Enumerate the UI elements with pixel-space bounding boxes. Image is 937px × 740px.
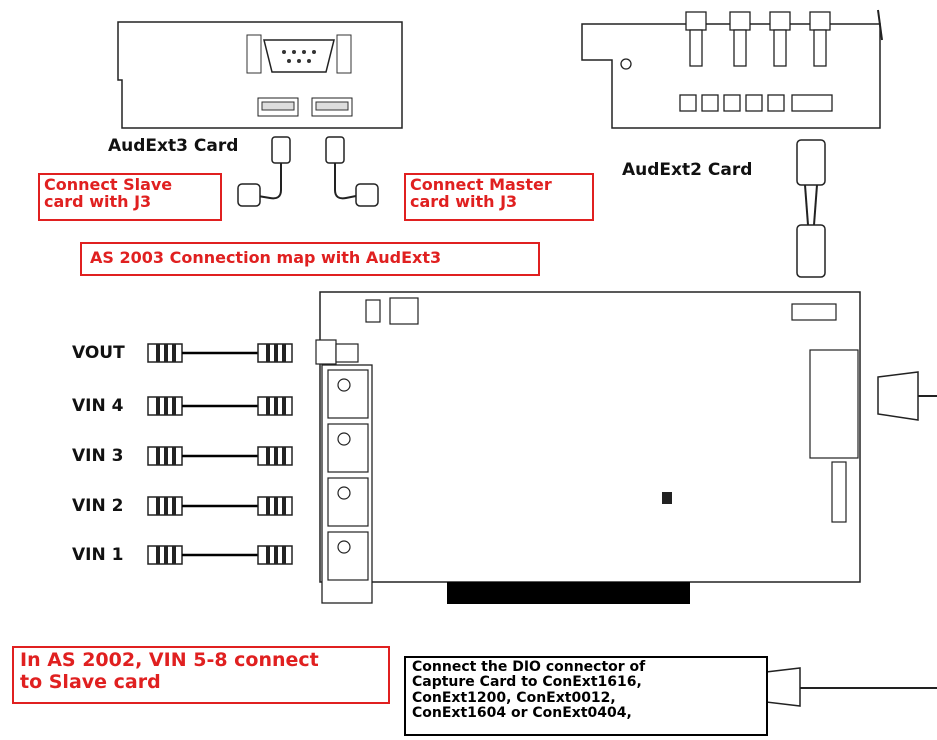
cable-connector-icon [257, 396, 293, 416]
dio-line-3: ConExt1200, ConExt0012, [412, 689, 616, 706]
cable-connector-icon [257, 545, 293, 565]
connect-slave-line-2: card with J3 [44, 191, 152, 211]
cable-connector-icon [147, 446, 183, 466]
cable-connector-icon [147, 343, 183, 363]
port-cables [147, 343, 293, 565]
dio-line-1: Connect the DIO connector of [412, 659, 646, 675]
port-label-vin3: VIN 3 [72, 446, 124, 466]
cable-connector-icon [257, 446, 293, 466]
connect-master-line-2: card with J3 [410, 191, 518, 211]
as2002-note: In AS 2002, VIN 5-8 connect to Slave car… [12, 646, 390, 704]
cable-connector-icon [147, 396, 183, 416]
audext2-card-board [581, 9, 883, 129]
dio-cable [765, 667, 937, 707]
as2002-line-1: In AS 2002, VIN 5-8 connect [20, 649, 319, 671]
port-label-vin2: VIN 2 [72, 496, 124, 516]
audext3-card-board [117, 21, 403, 129]
audext3-card-label: AudExt3 Card [108, 136, 239, 156]
connect-slave-note: Connect Slave card with J3 [38, 173, 222, 221]
connect-slave-line-1: Connect Slave [44, 175, 173, 194]
audext2-card-label: AudExt2 Card [622, 160, 753, 180]
port-label-vin1: VIN 1 [72, 545, 124, 565]
db9-connector-icon [263, 39, 335, 73]
connection-map-title: AS 2003 Connection map with AudExt3 [80, 242, 540, 276]
ribbon-plug-icon [877, 371, 937, 421]
cable-connector-icon [257, 496, 293, 516]
as2002-line-2: to Slave card [20, 670, 161, 693]
dio-line-2: Capture Card to ConExt1616, [412, 674, 642, 691]
port-label-vin4: VIN 4 [72, 396, 124, 416]
port-label-vout: VOUT [72, 343, 125, 363]
audext3-cables [237, 136, 379, 207]
cable-connector-icon [147, 496, 183, 516]
dio-line-4: ConExt1604 or ConExt0404, [412, 705, 632, 722]
audext2-cable [796, 139, 826, 278]
connect-master-line-1: Connect Master [410, 175, 552, 194]
connect-master-note: Connect Master card with J3 [404, 173, 594, 221]
cable-connector-icon [257, 343, 293, 363]
dio-note: Connect the DIO connector of Capture Car… [404, 656, 768, 736]
capture-card-board [315, 291, 861, 604]
cable-connector-icon [147, 545, 183, 565]
